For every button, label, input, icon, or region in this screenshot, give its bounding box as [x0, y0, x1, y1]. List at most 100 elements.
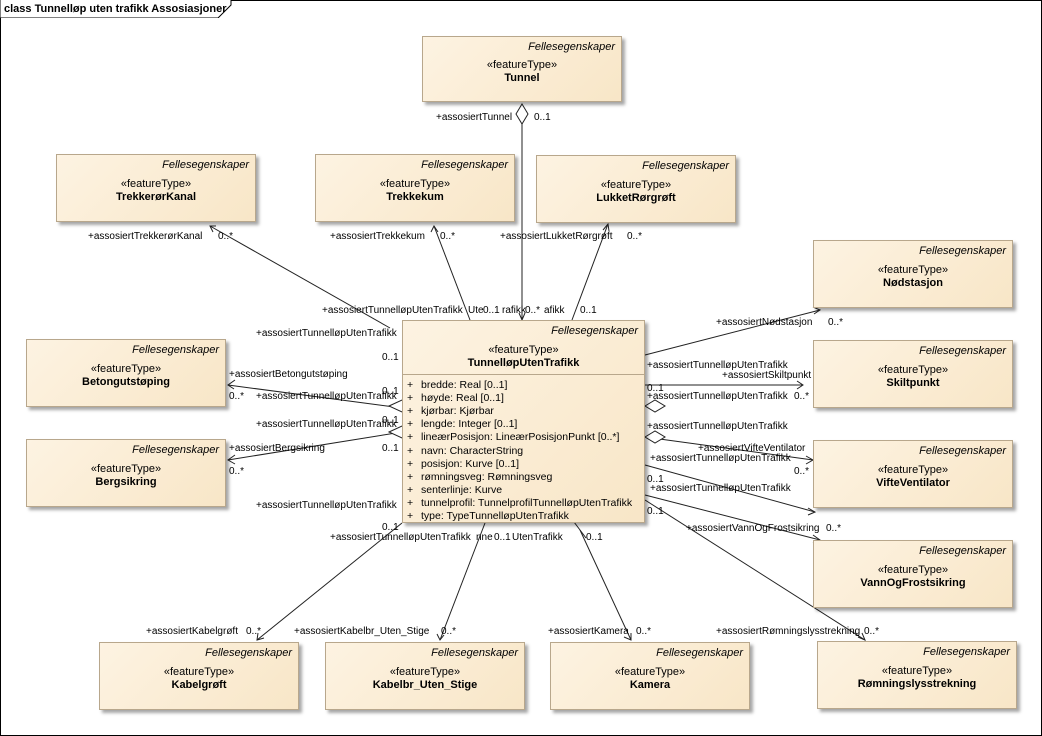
- class-name: Bergsikring: [95, 476, 157, 488]
- class-lukketrorgroft[interactable]: Fellesegenskaper «featureType» LukketRør…: [536, 155, 736, 223]
- class-name: Kabelgrøft: [171, 679, 227, 691]
- role-label: +assosiertTunnelløpUtenTrafikk: [647, 391, 788, 402]
- attribute-text: bredde: Real [0..1]: [421, 379, 508, 391]
- class-nodstasjon[interactable]: Fellesegenskaper «featureType» Nødstasjo…: [813, 240, 1013, 308]
- multiplicity-label: 0..1: [580, 305, 597, 316]
- multiplicity-label: 0..*: [794, 391, 810, 402]
- visibility-marker: +: [407, 483, 414, 496]
- class-kabelgroft[interactable]: Fellesegenskaper «featureType» Kabelgrøf…: [99, 642, 299, 710]
- class-skiltpunkt[interactable]: Fellesegenskaper «featureType» Skiltpunk…: [813, 340, 1013, 408]
- role-label: +assosiertVannOgFrostsikring: [686, 523, 820, 534]
- visibility-marker: +: [407, 444, 414, 457]
- role-label: +assosiertTunnelløpUtenTrafikk: [256, 328, 397, 339]
- multiplicity-label: 0..1: [382, 415, 399, 426]
- stereotype: «featureType»: [120, 178, 192, 190]
- visibility-marker: +: [407, 510, 414, 522]
- role-label: +assosiertTrekkekum: [330, 231, 425, 242]
- multiplicity-label: 0..*: [218, 231, 234, 242]
- visibility-marker: +: [407, 470, 414, 483]
- package-label: Fellesegenskaper: [431, 647, 518, 659]
- multiplicity-label: 0..1: [382, 352, 399, 363]
- package-label: Fellesegenskaper: [919, 545, 1006, 557]
- multiplicity-label: 0..1: [647, 474, 664, 485]
- stereotype: «featureType»: [877, 464, 949, 476]
- multiplicity-label: 0..*: [864, 626, 880, 637]
- stereotype: «featureType»: [163, 666, 235, 678]
- class-bergsikring[interactable]: Fellesegenskaper «featureType» Bergsikri…: [26, 439, 226, 507]
- class-tunnel[interactable]: Fellesegenskaper «featureType» Tunnel: [422, 36, 622, 102]
- class-betongutstoping[interactable]: Fellesegenskaper «featureType» Betonguts…: [26, 339, 226, 407]
- attribute-text: høyde: Real [0..1]: [421, 392, 504, 405]
- visibility-marker: +: [407, 418, 414, 431]
- package-label: Fellesegenskaper: [656, 647, 743, 659]
- package-label: Fellesegenskaper: [528, 41, 615, 53]
- attribute-row: +lineærPosisjon: LineærPosisjonPunkt [0.…: [407, 431, 619, 443]
- package-label: Fellesegenskaper: [923, 646, 1010, 658]
- multiplicity-label: 0..*: [525, 305, 541, 316]
- diagram-title: class Tunnelløp uten trafikk Assosiasjon…: [4, 3, 227, 15]
- attribute-text: posisjon: Kurve [0..1]: [421, 457, 520, 470]
- multiplicity-label: 0..*: [826, 523, 842, 534]
- class-romningslysstrekning[interactable]: Fellesegenskaper «featureType» Rømningsl…: [817, 641, 1017, 709]
- visibility-marker: +: [407, 496, 414, 509]
- attribute-row: +navn: CharacterString: [407, 445, 523, 457]
- class-kabelbr-uten-stige[interactable]: Fellesegenskaper «featureType» Kabelbr_U…: [325, 642, 525, 710]
- visibility-marker: +: [407, 392, 414, 405]
- class-name: TrekkerørKanal: [115, 191, 197, 203]
- attribute-row: + type: TypeTunnelløpUtenTrafikk: [407, 510, 569, 522]
- stereotype: «featureType»: [90, 363, 162, 375]
- role-label: rafikk: [502, 305, 526, 316]
- role-label: +assosiertTunnelløpUtenTrafikk: [647, 360, 788, 371]
- class-trekkerorkanal[interactable]: Fellesegenskaper «featureType» Trekkerør…: [56, 154, 256, 222]
- multiplicity-label: 0..1: [647, 506, 664, 517]
- attribute-row: + posisjon: Kurve [0..1]: [407, 458, 519, 470]
- attribute-row: + lengde: Integer [0..1]: [407, 418, 517, 430]
- package-label: Fellesegenskaper: [642, 160, 729, 172]
- stereotype: «featureType»: [614, 666, 686, 678]
- multiplicity-label: 0..*: [440, 231, 456, 242]
- attribute-text: rømningsveg: Rømningsveg: [421, 470, 553, 483]
- role-label: +assosiertTunnel: [436, 112, 513, 123]
- visibility-marker: +: [407, 405, 414, 418]
- role-label: +assosiertTunnelløpUtenTrafikk: [647, 421, 788, 432]
- stereotype: «featureType»: [389, 666, 461, 678]
- visibility-marker: +: [407, 431, 414, 444]
- class-vannogfrostsikring[interactable]: Fellesegenskaper «featureType» VannOgFro…: [813, 540, 1013, 608]
- class-name: Betongutstøping: [82, 376, 170, 388]
- role-label: +assosiertTunnelløpUtenTrafikk: [650, 483, 791, 494]
- role-label: +assosiertVifteVentilator: [698, 443, 806, 454]
- stereotype: «featureType»: [90, 463, 162, 475]
- class-vifteventilator[interactable]: Fellesegenskaper «featureType» VifteVent…: [813, 440, 1013, 508]
- visibility-marker: +: [407, 379, 414, 391]
- package-label: Fellesegenskaper: [919, 245, 1006, 257]
- attribute-row: + høyde: Real [0..1]: [407, 392, 504, 404]
- stereotype: «featureType»: [877, 264, 949, 276]
- package-label: Fellesegenskaper: [551, 325, 638, 337]
- attribute-text: kjørbar: Kjørbar: [421, 405, 494, 418]
- attribute-text: lengde: Integer [0..1]: [421, 418, 518, 431]
- class-trekkekum[interactable]: Fellesegenskaper «featureType» Trekkekum: [315, 154, 515, 222]
- role-label: +assosiertTunnelløpUtenTrafikk: [256, 500, 397, 511]
- class-name: Tunnel: [504, 72, 540, 84]
- class-name: VannOgFrostsikring: [860, 577, 966, 589]
- package-label: Fellesegenskaper: [421, 159, 508, 171]
- stereotype: «featureType»: [379, 178, 451, 190]
- attribute-row: + bredde: Real [0..1]: [407, 379, 507, 391]
- role-label: +assosiertTunnelløpUtenTrafikk: [322, 305, 463, 316]
- role-label: +assosiertSkiltpunkt: [722, 370, 812, 381]
- multiplicity-label: 0..*: [246, 626, 262, 637]
- class-tunnellop-uten-trafikk[interactable]: Fellesegenskaper «featureType» Tunnelløp…: [402, 320, 645, 523]
- role-label: +assosiertTunnelløpUtenTrafikk: [650, 453, 791, 464]
- class-kamera[interactable]: Fellesegenskaper «featureType» Kamera: [550, 642, 750, 710]
- class-name: Rømningslysstrekning: [857, 678, 977, 690]
- class-name: Trekkekum: [386, 191, 444, 203]
- package-label: Fellesegenskaper: [132, 344, 219, 356]
- role-label: +assosiertTunnelløpUtenTrafikk: [256, 419, 397, 430]
- role-label: UtenTrafikk: [512, 532, 563, 543]
- role-label: Ute: [468, 305, 484, 316]
- package-label: Fellesegenskaper: [162, 159, 249, 171]
- visibility-marker: +: [407, 457, 414, 470]
- class-name: Nødstasjon: [883, 277, 943, 289]
- attribute-text: type: TypeTunnelløpUtenTrafikk: [421, 510, 569, 522]
- attribute-row: + kjørbar: Kjørbar: [407, 405, 494, 417]
